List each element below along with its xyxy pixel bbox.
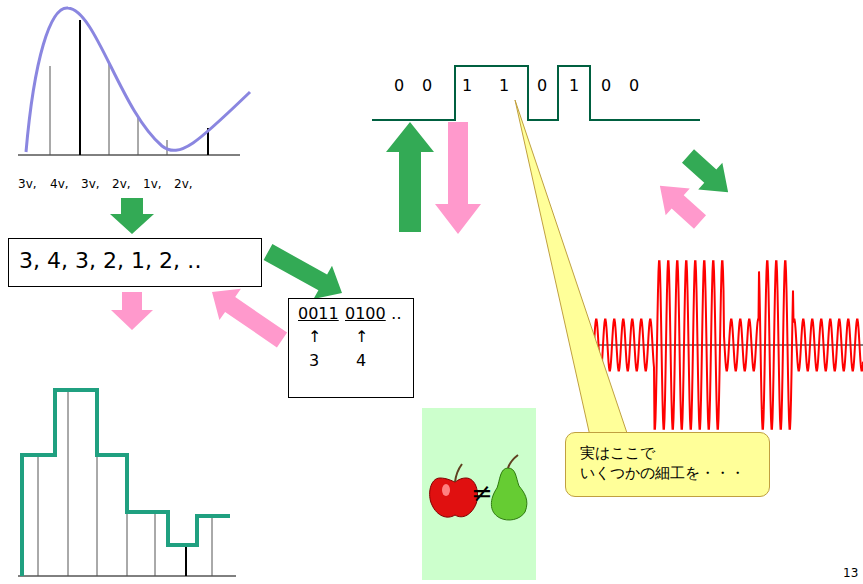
pink-arrow	[435, 122, 481, 234]
analog-wave	[18, 8, 250, 155]
not-equal-sign: ≠	[471, 478, 493, 508]
page-number: 13	[843, 566, 858, 580]
step-wave	[18, 390, 236, 576]
value-list: 3, 4, 3, 2, 1, 2, ‥	[19, 248, 202, 273]
bit-label: 0	[601, 76, 611, 95]
bit-label: 0	[629, 76, 639, 95]
binary-code-box: 0011 0100 ‥ ↑ ↑ 3 4	[288, 298, 414, 398]
code-text: 4	[356, 351, 366, 370]
wave-axis	[580, 345, 863, 346]
bit-label: 1	[569, 76, 579, 95]
voltage-label: 1v,	[143, 177, 162, 191]
code-text: ↑	[308, 327, 321, 346]
code-text: 0011	[298, 304, 339, 323]
voltage-label: 2v,	[112, 177, 131, 191]
bit-label: 1	[462, 76, 472, 95]
green-arrow	[386, 122, 434, 232]
code-text: ‥	[391, 304, 402, 323]
callout-box: 実はここで いくつかの細工を・・・	[565, 432, 770, 497]
block-arrow	[264, 244, 342, 299]
sample-values-box: 3, 4, 3, 2, 1, 2, ‥	[8, 238, 262, 287]
bit-label: 1	[499, 76, 509, 95]
callout-text: 実はここで いくつかの細工を・・・	[580, 443, 755, 484]
apple-pear-icon	[422, 408, 536, 580]
pink-arrow	[111, 292, 153, 330]
voltage-label: 2v,	[174, 177, 193, 191]
voltage-label: 3v,	[18, 177, 37, 191]
voltage-label: 4v,	[50, 177, 69, 191]
bit-label: 0	[537, 76, 547, 95]
block-arrow	[212, 289, 287, 348]
voltage-label: 3v,	[81, 177, 100, 191]
code-text: 3	[309, 351, 319, 370]
modulated-wave	[585, 261, 863, 428]
bit-label: 0	[394, 76, 404, 95]
code-text: 0100	[345, 304, 386, 323]
code-text: ↑	[355, 327, 368, 346]
pink-arrow	[648, 172, 712, 235]
green-arrow	[110, 198, 154, 234]
bit-label: 0	[422, 76, 432, 95]
digital-signal	[372, 66, 700, 120]
callout-tail	[515, 100, 628, 436]
green-arrow	[676, 143, 740, 206]
